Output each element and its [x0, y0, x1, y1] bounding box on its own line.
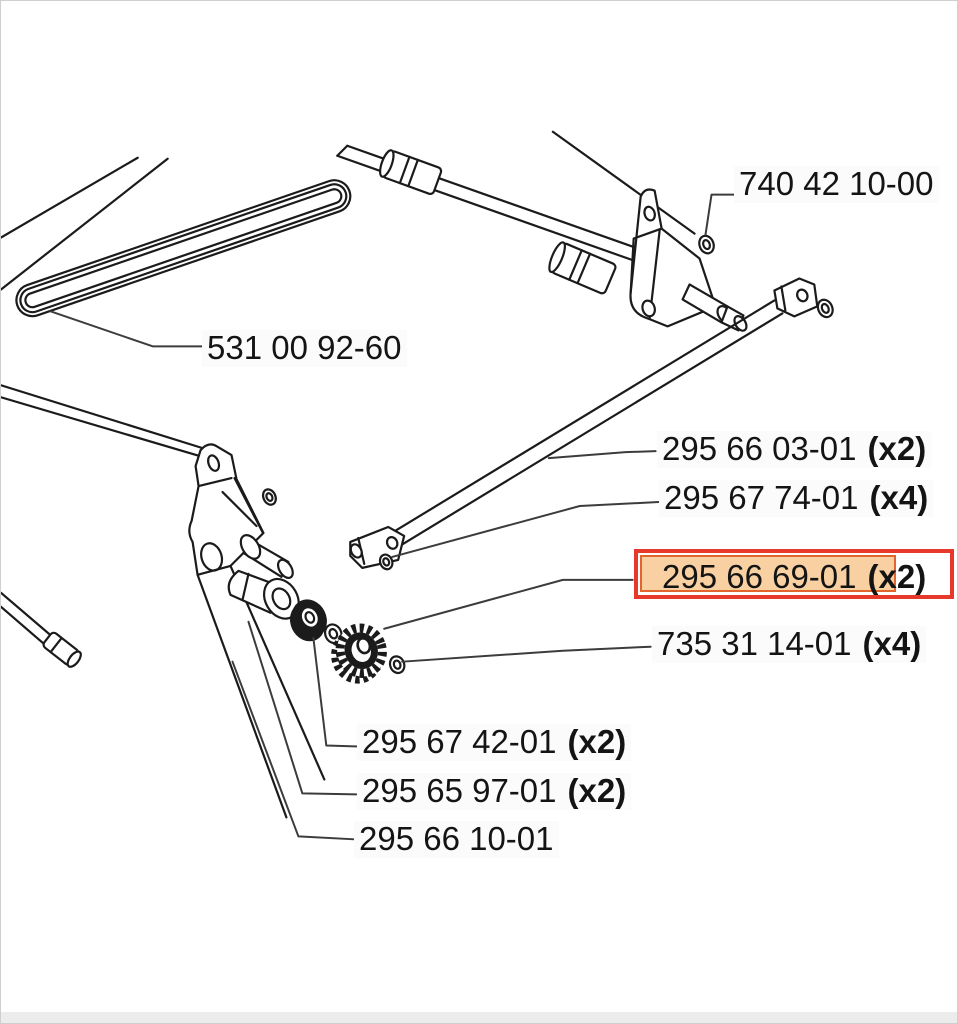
- part-label-531-00-92-60: 531 00 92-60: [202, 330, 407, 367]
- drive-belt: [15, 179, 352, 318]
- cutoff-frame-lines: [1, 130, 696, 291]
- rod-bushing-small: [379, 149, 443, 196]
- part-label-295-67-74-01: 295 67 74-01(x4): [659, 480, 934, 517]
- part-label-295-66-10-01: 295 66 10-01: [354, 821, 559, 858]
- part-label-295-65-97-01: 295 65 97-01(x2): [357, 773, 632, 810]
- part-label-735-31-14-01: 735 31 14-01(x4): [652, 626, 927, 663]
- leader-lines: [49, 193, 738, 841]
- retainer-ring-upper: [261, 488, 277, 506]
- washer-left: [323, 623, 343, 645]
- stepped-bushing: [227, 569, 300, 620]
- part-label-295-67-42-01: 295 67 42-01(x2): [357, 724, 632, 761]
- part-label-740-42-10-00: 740 42 10-00: [734, 166, 939, 203]
- highlight-fill: [640, 555, 896, 592]
- retainer-ring-740: [698, 234, 715, 255]
- highlight-box[interactable]: 295 66 69-01(x2): [634, 549, 954, 599]
- pivot-pin: [239, 534, 294, 580]
- part-label-295-66-03-01: 295 66 03-01(x2): [657, 431, 932, 468]
- bearing: [289, 599, 327, 642]
- scan-edge-strip: [1, 1012, 957, 1023]
- washer-right: [388, 655, 406, 675]
- link-rod: [349, 277, 834, 571]
- lower-left-shaft: [1, 591, 82, 668]
- part-label-295-66-69-01[interactable]: 295 66 69-01(x2): [662, 558, 927, 595]
- bracket-pin: [681, 283, 748, 332]
- gear: [331, 623, 387, 684]
- lever-input-rod: [1, 384, 208, 460]
- rod-bushing-large: [548, 241, 617, 295]
